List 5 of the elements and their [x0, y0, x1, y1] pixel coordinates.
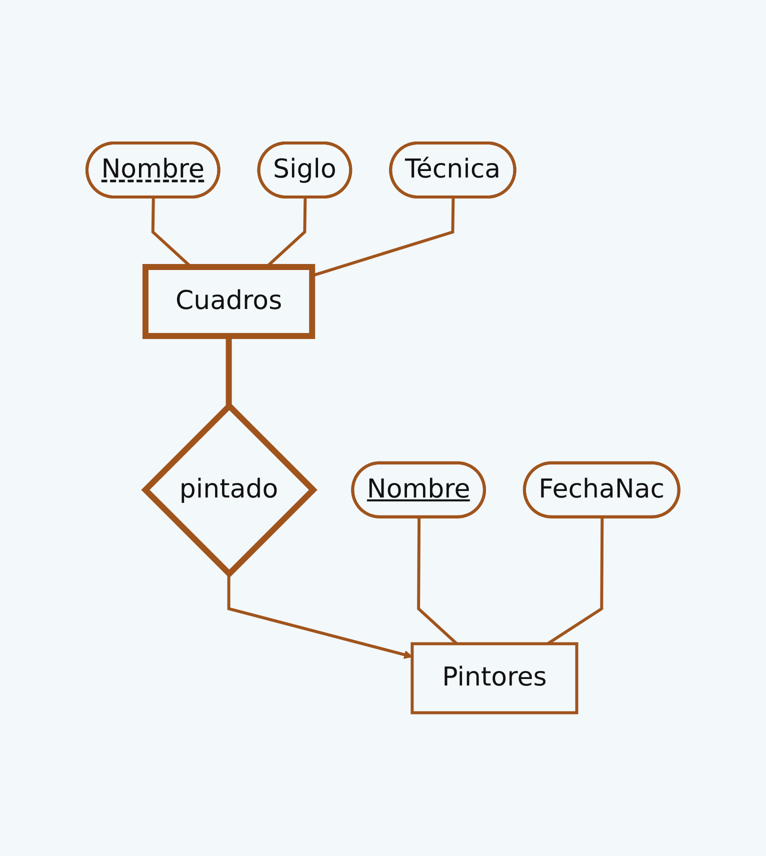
- node-box: Pintores: [410, 642, 578, 714]
- arrow: [227, 574, 413, 660]
- connector: [417, 517, 458, 645]
- node-diamond: pintado: [141, 402, 318, 578]
- node-box: Cuadros: [142, 264, 316, 340]
